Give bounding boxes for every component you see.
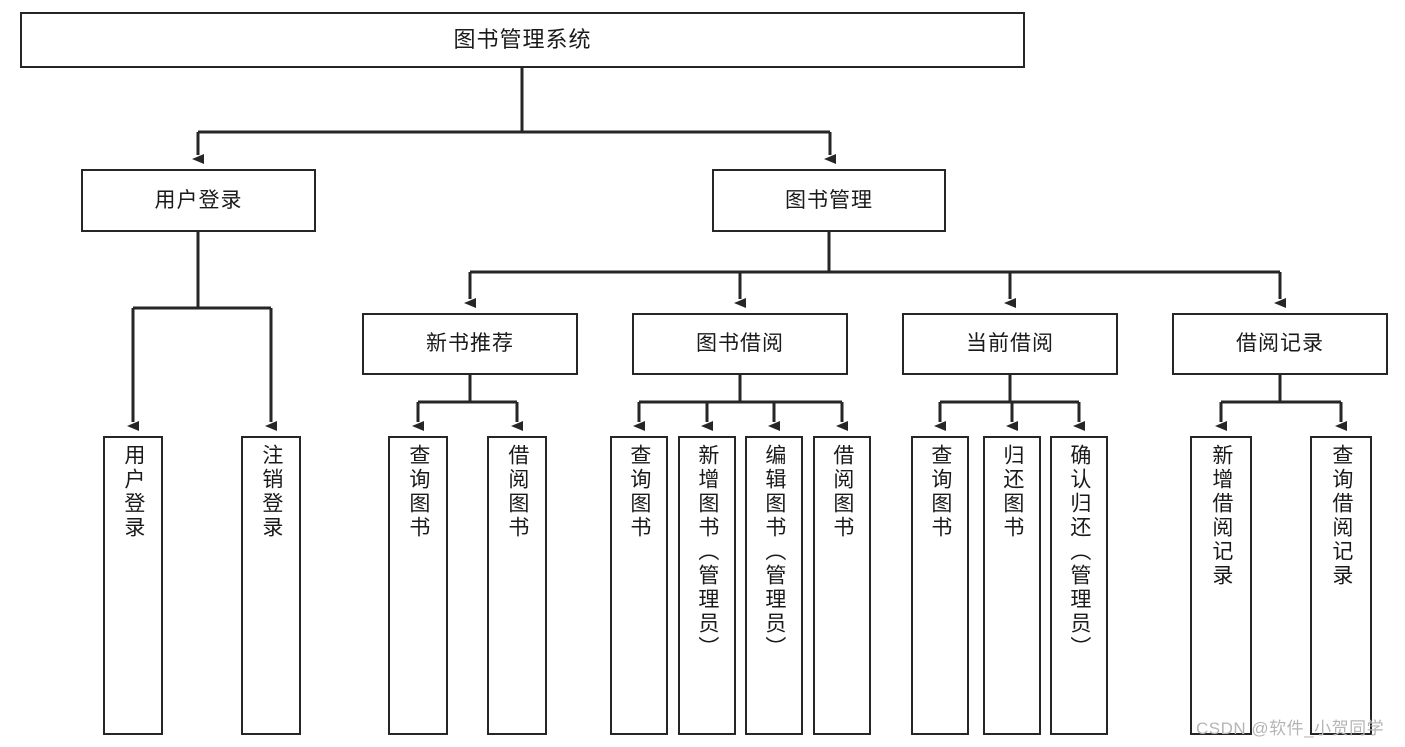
node-leaf-borrow-book-new-label: 借阅图书 (505, 444, 529, 540)
node-user-login[interactable]: 用户登录 (81, 169, 316, 232)
node-leaf-confirm-return[interactable]: 确认归还（管理员） (1050, 436, 1108, 735)
node-leaf-edit-book-label: 编辑图书（管理员） (762, 444, 786, 660)
node-new-book-recommend-label: 新书推荐 (426, 332, 514, 356)
node-leaf-query-record-label: 查询借阅记录 (1329, 444, 1353, 588)
node-borrow-record[interactable]: 借阅记录 (1172, 313, 1388, 375)
node-leaf-query-book-borrow-label: 查询图书 (627, 444, 651, 540)
node-leaf-edit-book[interactable]: 编辑图书（管理员） (745, 436, 803, 735)
node-leaf-query-book-current-label: 查询图书 (928, 444, 952, 540)
node-leaf-add-record[interactable]: 新增借阅记录 (1190, 436, 1252, 735)
node-user-login-label: 用户登录 (154, 188, 243, 212)
node-current-borrow[interactable]: 当前借阅 (902, 313, 1118, 375)
watermark: CSDN @软件_小贺同学 (1196, 719, 1385, 738)
node-leaf-user-login-label: 用户登录 (121, 444, 145, 540)
node-leaf-query-book-new-label: 查询图书 (406, 444, 430, 540)
node-leaf-borrow-book-label: 借阅图书 (830, 444, 854, 540)
node-leaf-add-record-label: 新增借阅记录 (1209, 444, 1233, 588)
node-root-label: 图书管理系统 (453, 26, 592, 52)
node-leaf-query-book-new[interactable]: 查询图书 (388, 436, 448, 735)
node-leaf-logout[interactable]: 注销登录 (241, 436, 301, 735)
node-root[interactable]: 图书管理系统 (20, 12, 1025, 68)
node-leaf-query-book-borrow[interactable]: 查询图书 (610, 436, 668, 735)
node-book-borrow[interactable]: 图书借阅 (632, 313, 848, 375)
node-leaf-return-book[interactable]: 归还图书 (983, 436, 1041, 735)
node-book-manage[interactable]: 图书管理 (712, 169, 946, 232)
node-leaf-borrow-book-new[interactable]: 借阅图书 (487, 436, 547, 735)
node-book-borrow-label: 图书借阅 (696, 332, 784, 356)
node-leaf-add-book-label: 新增图书（管理员） (695, 444, 719, 660)
node-leaf-logout-label: 注销登录 (259, 444, 283, 540)
node-leaf-user-login[interactable]: 用户登录 (103, 436, 163, 735)
node-leaf-return-book-label: 归还图书 (1000, 444, 1024, 540)
node-leaf-add-book[interactable]: 新增图书（管理员） (678, 436, 736, 735)
node-book-manage-label: 图书管理 (785, 188, 873, 212)
node-borrow-record-label: 借阅记录 (1236, 332, 1324, 356)
node-new-book-recommend[interactable]: 新书推荐 (362, 313, 578, 375)
node-current-borrow-label: 当前借阅 (966, 332, 1054, 356)
node-leaf-borrow-book[interactable]: 借阅图书 (813, 436, 871, 735)
node-leaf-confirm-return-label: 确认归还（管理员） (1067, 444, 1091, 660)
node-leaf-query-book-current[interactable]: 查询图书 (911, 436, 969, 735)
node-leaf-query-record[interactable]: 查询借阅记录 (1310, 436, 1372, 735)
